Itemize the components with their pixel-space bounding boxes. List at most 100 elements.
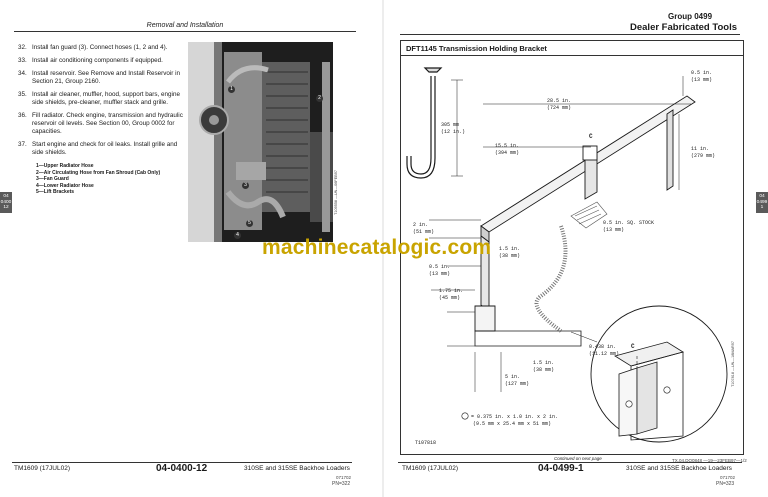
footer-rule	[12, 462, 352, 463]
dim-label: 1.5 in.	[499, 246, 520, 252]
header-rule	[400, 34, 740, 35]
note-text: = 0.375 in. x 1.0 in. x 2 in.	[471, 414, 558, 420]
dim-label: (38 mm)	[499, 253, 520, 259]
dim-label: (724 mm)	[547, 105, 571, 111]
tool-drawing-box: DFT1145 Transmission Holding Bracket 305…	[400, 40, 744, 455]
footer-product: 310SE and 315SE Backhoe Loaders	[626, 465, 732, 472]
continued-note: Continued on next page	[554, 456, 602, 461]
dim-label: 5 in.	[505, 374, 520, 380]
dim-label: (279 mm)	[691, 153, 715, 159]
bracket-drawing: 305 mm (12 in.) 28.5 in. (724 mm)	[406, 67, 728, 446]
photo-callout: 5	[246, 220, 253, 227]
step-number: 33.	[18, 57, 27, 64]
footer-page-number: 04-0499-1	[538, 463, 584, 474]
footer-pn: PN=323	[716, 481, 735, 487]
dim-label: 1.75 in.	[439, 288, 463, 294]
dim-label: (13 mm)	[691, 77, 712, 83]
dim-label: (51 mm)	[413, 229, 434, 235]
step-number: 35.	[18, 91, 27, 98]
legend-item: 2—Air Circulating Hose from Fan Shroud (…	[36, 169, 161, 176]
left-page: Removal and Installation 32. Install fan …	[12, 22, 356, 487]
footer-page-number: 04-0400-12	[156, 463, 208, 474]
dim-label: (12 in.)	[441, 129, 465, 135]
dim-label: 0.438 in.	[589, 344, 616, 350]
dim-label: 11 in.	[691, 146, 709, 152]
photo-callout: 1	[228, 86, 235, 93]
dim-label: 0.5 in.	[691, 70, 712, 76]
tab-line: 0499	[756, 199, 768, 205]
note-symbol	[461, 412, 469, 420]
page-title: Dealer Fabricated Tools	[630, 22, 737, 33]
detail-view	[570, 305, 728, 443]
dim-label: 305 mm	[441, 122, 459, 128]
step-number: 32.	[18, 44, 27, 51]
dim-label: (394 mm)	[495, 150, 519, 156]
dim-label: 28.5 in.	[547, 98, 571, 104]
tab-line: 04	[3, 194, 9, 199]
footer-pn: PN=322	[332, 481, 351, 487]
dim-label: (127 mm)	[505, 381, 529, 387]
note-text: (9.5 mm x 25.4 mm x 51 mm)	[473, 421, 551, 427]
footer-manual: TM1609 (17JUL02)	[402, 465, 458, 472]
step-number: 37.	[18, 141, 27, 148]
dim-label: 0.5 in.	[429, 264, 450, 270]
step-item: 33. Install air conditioning components i…	[18, 57, 188, 65]
dim-label: 0.5 in. SQ. STOCK	[603, 220, 654, 226]
footer-manual: TM1609 (17JUL02)	[14, 465, 70, 472]
section-header-text: Removal and Installation	[146, 22, 224, 29]
tab-line: 12	[3, 205, 9, 210]
tab-line: 1	[760, 205, 764, 210]
center-mark: C	[589, 133, 593, 140]
step-item: 37. Start engine and check for oil leaks.…	[18, 141, 188, 157]
step-item: 32. Install fan guard (3). Connect hoses …	[18, 44, 188, 52]
break-hatch	[534, 201, 608, 333]
radiator-photo-drawing	[188, 42, 333, 242]
footer-date-code: 071702	[336, 475, 352, 480]
step-number: 36.	[18, 112, 27, 119]
legend-item: 3—Fan Guard	[36, 176, 69, 182]
footer-rule	[398, 462, 742, 463]
step-number: 34.	[18, 70, 27, 77]
dim-label: 15.5 in.	[495, 143, 519, 149]
dim-label: (38 mm)	[533, 367, 554, 373]
step-text: Install fan guard (3). Connect hoses (1,…	[32, 44, 168, 51]
dim-label: (13 mm)	[429, 271, 450, 277]
title-rule	[401, 55, 743, 56]
section-tab-right: 04 0499 1	[756, 192, 768, 213]
section-header: Removal and Installation	[14, 22, 356, 32]
side-figure-id: T107818 —UN—18MAR97	[731, 341, 735, 388]
dim-label: 1.5 in.	[533, 360, 554, 366]
tab-line: 04	[759, 194, 765, 199]
tab-line: 0400	[0, 199, 12, 205]
step-item: 35. Install air cleaner, muffler, hood, s…	[18, 91, 188, 107]
dim-label: (13 mm)	[603, 227, 624, 233]
tool-title: DFT1145 Transmission Holding Bracket	[406, 44, 547, 53]
photo-callout: 3	[242, 182, 249, 189]
dim-label: (45 mm)	[439, 295, 460, 301]
figure-id: T107818	[415, 440, 436, 446]
dim-label: 2 in.	[413, 222, 428, 228]
reference-code: TX,04,DQ0848 —19—23FEB97—1/2	[672, 458, 747, 463]
step-text: Start engine and check for oil leaks. In…	[32, 141, 178, 156]
section-tab-left: 04 0400 12	[0, 192, 12, 213]
step-item: 34. Install reservoir. See Remove and Ins…	[18, 70, 188, 86]
center-mark: C	[631, 343, 635, 350]
photo-callout: 2	[316, 95, 323, 102]
hook-rod	[406, 67, 443, 179]
legend-item: 4—Lower Radiator Hose	[36, 182, 94, 189]
footer-date-code: 071702	[720, 475, 736, 480]
step-text: Fill radiator. Check engine, transmissio…	[32, 112, 183, 135]
step-text: Install air conditioning components if e…	[32, 57, 163, 64]
watermark: machinecatalogic.com	[262, 236, 492, 259]
step-text: Install reservoir. See Remove and Instal…	[32, 70, 181, 85]
photo-id: T109558 —UN—06FEB97	[334, 170, 338, 215]
bracket-body	[474, 95, 696, 332]
photo-legend: 1—Upper Radiator Hose 2—Air Circulating …	[36, 163, 188, 196]
radiator-photo: 1 2 3 4 5	[188, 42, 333, 242]
dim-label: (11.12 mm)	[589, 351, 619, 357]
step-text: Install air cleaner, muffler, hood, supp…	[32, 91, 180, 106]
step-item: 36. Fill radiator. Check engine, transmis…	[18, 112, 188, 136]
legend-item: 5—Lift Brackets	[36, 189, 75, 195]
photo-callout: 4	[234, 232, 241, 239]
group-label: Group 0499	[668, 12, 713, 21]
